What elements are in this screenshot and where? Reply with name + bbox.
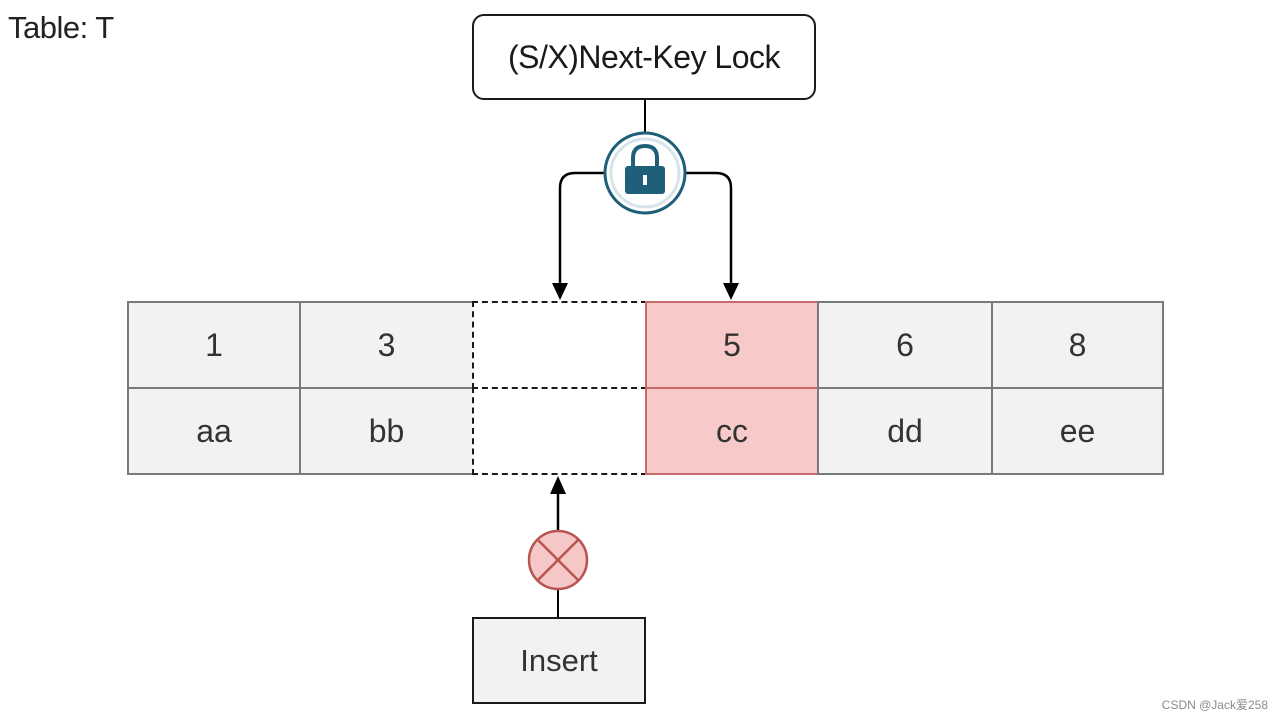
arrow-to-locked-record xyxy=(686,171,733,288)
value-text: dd xyxy=(887,412,923,449)
key-text: 5 xyxy=(723,326,741,363)
value-text: ee xyxy=(1059,412,1096,449)
table-title: Table: T xyxy=(8,10,114,45)
arrowhead-gap xyxy=(552,283,568,300)
lock-icon xyxy=(603,131,687,215)
insert-label: Insert xyxy=(520,642,598,678)
key-cell: 1 xyxy=(127,301,301,389)
key-text: 8 xyxy=(1068,326,1087,363)
key-text: 1 xyxy=(205,326,223,363)
next-key-lock-box: (S/X)Next-Key Lock xyxy=(472,14,816,100)
value-text: aa xyxy=(196,412,232,449)
arrowhead-locked-record xyxy=(723,283,739,300)
insert-box: Insert xyxy=(472,617,646,704)
key-text: 6 xyxy=(896,326,914,363)
arrow-to-gap xyxy=(558,171,605,288)
value-text: bb xyxy=(368,412,405,449)
next-key-lock-label: (S/X)Next-Key Lock xyxy=(508,38,780,75)
locked-value-cell: cc xyxy=(645,387,819,475)
gap-key-cell xyxy=(472,301,647,389)
locked-key-cell: 5 xyxy=(645,301,819,389)
value-cell: ee xyxy=(991,387,1164,475)
value-cell: bb xyxy=(299,387,474,475)
value-text: cc xyxy=(716,412,748,449)
gap-value-cell xyxy=(472,387,647,475)
key-cell: 6 xyxy=(817,301,993,389)
arrowhead-insert xyxy=(550,476,566,494)
blocked-x-icon xyxy=(527,529,589,591)
value-cell: aa xyxy=(127,387,301,475)
key-text: 3 xyxy=(377,326,396,363)
key-cell: 8 xyxy=(991,301,1164,389)
key-cell: 3 xyxy=(299,301,474,389)
value-cell: dd xyxy=(817,387,993,475)
watermark: CSDN @Jack爱258 xyxy=(1161,698,1268,712)
